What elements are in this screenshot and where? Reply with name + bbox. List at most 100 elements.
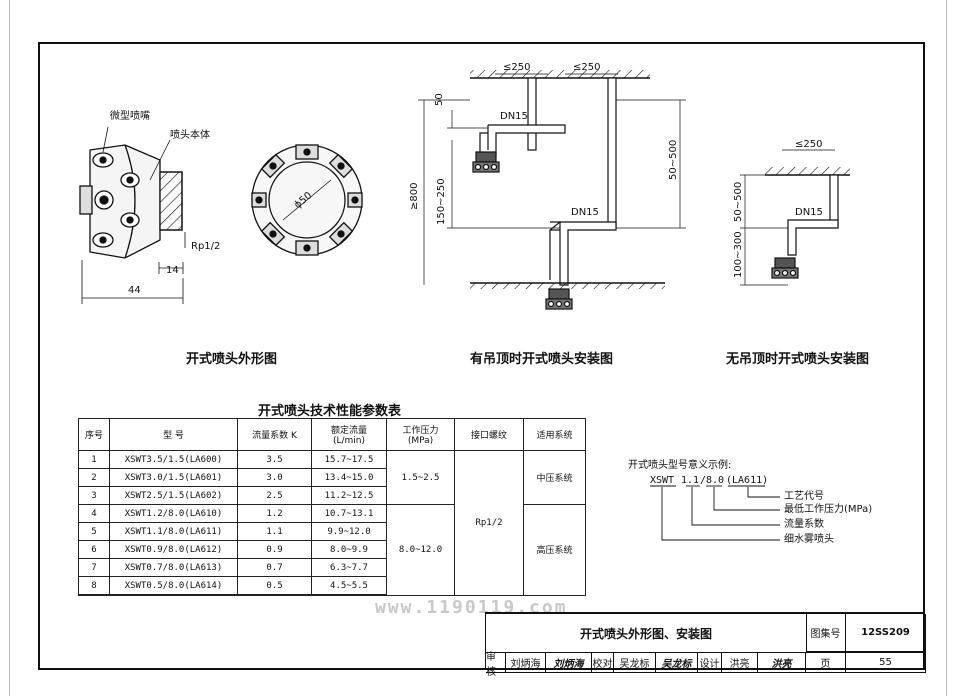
spec-table-title: 开式喷头技术性能参数表 [258,404,402,419]
check-label: 校对 [592,653,614,673]
dim-50-500-b: 50~500 [733,181,744,222]
cell-model: XSWT3.5/1.5(LA600) [109,450,238,469]
page-number: 55 [846,653,926,673]
dim-50: 50 [434,93,445,106]
header-system: 适用系统 [523,418,586,451]
cell-model: XSWT1.1/8.0(LA611) [109,522,238,541]
cell-no: 5 [78,522,110,541]
check-name: 吴龙标 [614,653,656,673]
cell-k: 3.5 [237,450,312,469]
table-row: 1 XSWT3.5/1.5(LA600) 3.5 15.7~17.5 1.5~2… [78,450,586,596]
header-model: 型 号 [109,418,238,451]
page-edge-line [9,0,10,696]
cell-model: XSWT3.0/1.5(LA601) [109,468,238,487]
cell-k: 1.2 [237,504,312,523]
legend-item: 工艺代号 [784,491,824,502]
header-flow-line1: 额定流量 [330,426,367,436]
label-thread: Rp1/2 [191,241,221,252]
signature-row: 审核 刘炳海 刘炳海 校对 吴龙标 吴龙标 设计 洪亮 洪亮 页 55 [486,652,926,678]
cell-no: 7 [78,558,110,577]
table-header-row: 序号 型 号 流量系数 K 额定流量(L/min) 工作压力(MPa) 接口螺纹… [78,418,586,451]
drawing-frame [38,42,925,670]
cell-model: XSWT0.9/8.0(LA612) [109,540,238,559]
dim-44: 44 [128,285,141,296]
caption-install-with-ceiling: 有吊顶时开式喷头安装图 [470,352,614,367]
legend-title: 开式喷头型号意义示例: [628,460,732,471]
install-without-ceiling [740,149,850,286]
dim-250-right: ≤250 [573,62,601,73]
header-pressure-line1: 工作压力 [402,426,439,436]
table-row: 7 XSWT0.7/8.0(LA613) 0.7 6.3~7.7 [78,558,586,577]
nozzle-side-view [79,126,186,304]
legend-code-slash: / [700,475,707,486]
design-signature: 洪亮 [758,653,806,673]
header-flow: 额定流量(L/min) [311,418,387,451]
cell-pressure-high: 8.0~12.0 [386,504,455,596]
cell-no: 6 [78,540,110,559]
caption-install-without-ceiling: 无吊顶时开式喷头安装图 [726,352,870,367]
install-with-ceiling [418,70,686,310]
header-flow-line2: (L/min) [332,436,366,446]
model-legend-leaders [650,485,780,541]
cell-no: 2 [78,468,110,487]
dim-14: 14 [166,265,179,276]
label-dn15: DN15 [795,207,823,218]
table-row: 5 XSWT1.1/8.0(LA611) 1.1 9.9~12.0 [78,522,586,541]
review-signature: 刘炳海 [546,653,592,673]
table-row: 8 XSWT0.5/8.0(LA614) 0.5 4.5~5.5 [78,576,586,596]
legend-code-xswt: XSWT [650,475,675,486]
cell-model: XSWT0.7/8.0(LA613) [109,558,238,577]
legend-item: 最低工作压力(MPa) [784,504,873,515]
cell-system-mid: 中压系统 [523,450,586,505]
page-label: 页 [806,653,846,673]
design-label: 设计 [698,653,722,673]
cell-model: XSWT1.2/8.0(LA610) [109,504,238,523]
label-dn15-lower: DN15 [571,207,599,218]
title-block: 开式喷头外形图、安装图 图集号 12SS209 审核 刘炳海 刘炳海 校对 吴龙… [485,612,926,678]
header-pressure: 工作压力(MPa) [386,418,455,451]
cell-model: XSWT2.5/1.5(LA602) [109,486,238,505]
cell-system-high: 高压系统 [523,504,586,596]
cell-k: 3.0 [237,468,312,487]
cell-flow: 4.5~5.5 [311,576,387,596]
cell-no: 4 [78,504,110,523]
header-no: 序号 [78,418,110,451]
design-name: 洪亮 [722,653,758,673]
header-k: 流量系数 K [237,418,312,451]
cell-k: 0.9 [237,540,312,559]
dim-250-left: ≤250 [503,62,531,73]
cell-k: 1.1 [237,522,312,541]
cell-flow: 11.2~12.5 [311,486,387,505]
header-thread: 接口螺纹 [454,418,524,451]
legend-item: 流量系数 [784,519,824,530]
cell-k: 0.5 [237,576,312,596]
legend-code-p: 8.0 [706,475,725,486]
cell-flow: 6.3~7.7 [311,558,387,577]
dim-800: ≥800 [409,182,420,210]
review-name: 刘炳海 [506,653,546,673]
label-dn15-upper: DN15 [500,111,528,122]
nozzle-front-view [251,144,363,256]
cell-flow: 13.4~15.0 [311,468,387,487]
legend-item: 细水雾喷头 [784,534,834,545]
label-micro-nozzle: 微型喷嘴 [110,111,150,122]
caption-nozzle-outline: 开式喷头外形图 [186,352,278,367]
atlas-label: 图集号 [806,614,846,652]
cell-flow: 8.0~9.9 [311,540,387,559]
atlas-number: 12SS209 [846,614,926,652]
cell-no: 8 [78,576,110,596]
cell-flow: 10.7~13.1 [311,504,387,523]
header-pressure-line2: (MPa) [407,436,434,446]
spec-table: 序号 型 号 流量系数 K 额定流量(L/min) 工作压力(MPa) 接口螺纹… [78,418,586,596]
cell-no: 3 [78,486,110,505]
cell-flow: 9.9~12.0 [311,522,387,541]
label-nozzle-body: 喷头本体 [170,130,210,141]
title-block-title: 开式喷头外形图、安装图 [486,614,807,652]
dim-100-300: 100~300 [733,231,744,278]
dim-150-250: 150~250 [436,178,447,225]
dim-250: ≤250 [795,139,823,150]
check-signature: 吴龙标 [656,653,698,673]
page-edge-line [946,0,947,696]
